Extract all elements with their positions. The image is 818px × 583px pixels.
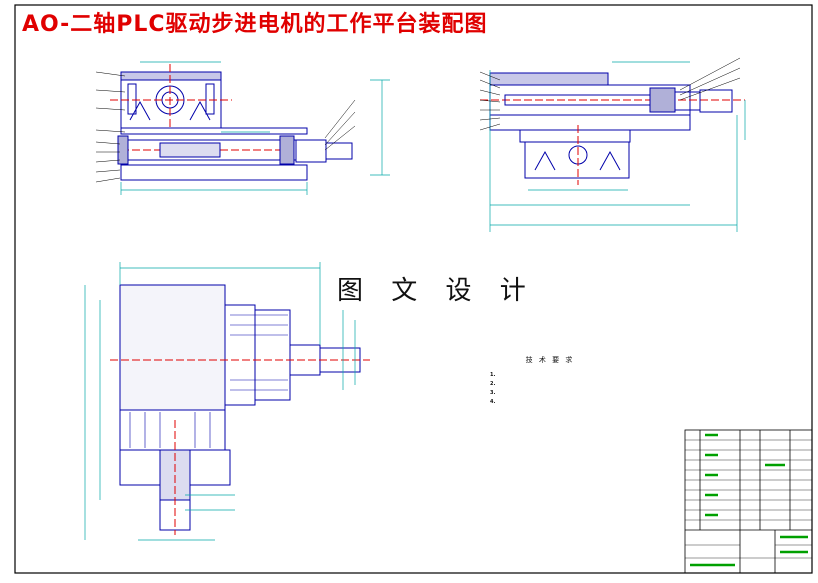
technical-requirements: 技 术 要 求 1. 2. 3. 4.: [490, 355, 610, 407]
technical-note-4: 4.: [490, 399, 496, 405]
front-view: [95, 61, 390, 195]
drawing-border: [14, 4, 813, 574]
technical-requirements-heading: 技 术 要 求: [525, 356, 575, 364]
side-view: [479, 57, 746, 232]
drawing-title: AO-二轴PLC驱动步进电机的工作平台装配图: [22, 12, 488, 37]
technical-note-2: 2.: [490, 381, 496, 387]
technical-note-1: 1.: [490, 372, 496, 378]
technical-note-3: 3.: [490, 390, 496, 396]
watermark-text: 图 文 设 计: [337, 276, 536, 306]
title-block: [684, 429, 813, 574]
top-view: [84, 262, 370, 541]
